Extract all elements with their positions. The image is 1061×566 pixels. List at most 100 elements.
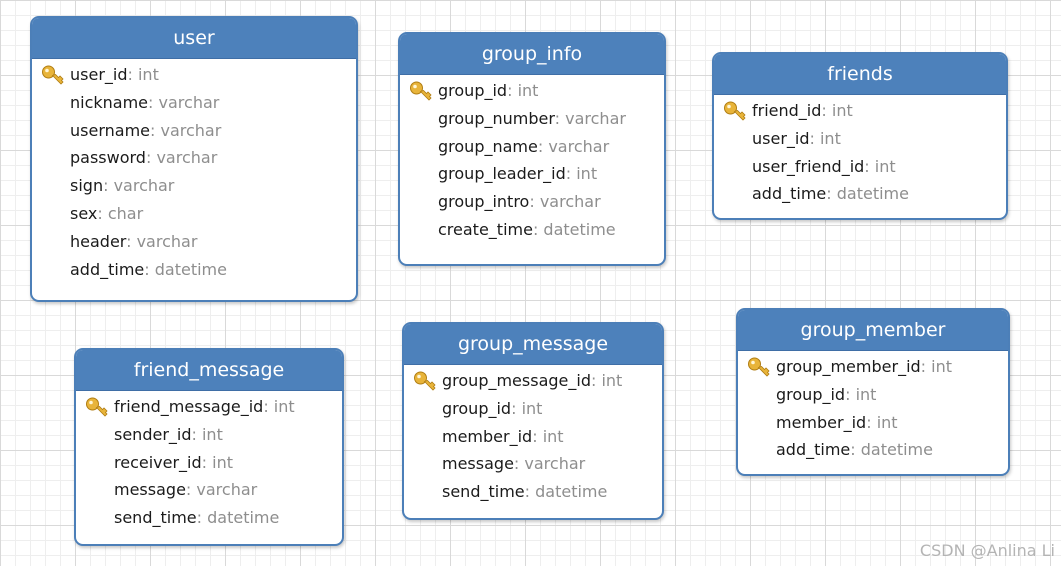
field-row[interactable]: sex: char <box>32 200 356 228</box>
field-row[interactable]: create_time: datetime <box>400 216 664 244</box>
field-name: user_id <box>70 65 128 84</box>
field-separator: : <box>148 92 159 112</box>
field-name: receiver_id <box>114 452 202 472</box>
field-name: group_intro <box>438 192 530 212</box>
field-type: datetime <box>543 219 616 239</box>
field-row[interactable]: group_message_id: int <box>404 367 662 395</box>
field-type: int <box>855 384 877 404</box>
field-row[interactable]: sign: varchar <box>32 172 356 200</box>
field-type: varchar <box>113 176 175 196</box>
field-name: group_id <box>442 398 512 418</box>
field-type: datetime <box>860 440 933 460</box>
table-title: group_member <box>738 310 1008 351</box>
field-separator: : <box>185 480 197 500</box>
field-row[interactable]: username: varchar <box>32 117 356 145</box>
field-separator: : <box>920 357 932 376</box>
field-name: add_time <box>776 440 851 460</box>
field-row[interactable]: header: varchar <box>32 228 356 256</box>
primary-key-icon <box>86 397 108 417</box>
field-row[interactable]: group_name: varchar <box>400 133 664 161</box>
field-separator: : <box>150 120 161 140</box>
table-title: friend_message <box>76 350 342 391</box>
field-separator: : <box>145 148 157 168</box>
field-row[interactable]: nickname: varchar <box>32 89 356 117</box>
field-type: int <box>876 412 898 432</box>
field-separator: : <box>201 452 213 472</box>
field-separator: : <box>524 482 536 502</box>
field-name: sender_id <box>114 424 192 444</box>
field-separator: : <box>97 203 108 223</box>
field-name: username <box>70 120 150 140</box>
field-row[interactable]: user_id: int <box>32 61 356 89</box>
primary-key-icon <box>42 65 64 85</box>
field-separator: : <box>565 164 577 184</box>
field-separator: : <box>507 81 518 100</box>
field-name: member_id <box>776 412 867 432</box>
field-name: add_time <box>752 184 827 204</box>
field-separator: : <box>850 440 861 460</box>
primary-key-icon <box>414 371 436 391</box>
field-row[interactable]: group_id: int <box>404 395 662 423</box>
field-type: int <box>576 164 598 184</box>
field-separator: : <box>529 192 540 212</box>
field-name: group_number <box>438 108 555 128</box>
field-type: int <box>542 426 564 446</box>
field-row[interactable]: send_time: datetime <box>76 504 342 532</box>
field-type: varchar <box>565 108 626 128</box>
field-row[interactable]: group_leader_id: int <box>400 160 664 188</box>
field-row[interactable]: message: varchar <box>404 450 662 478</box>
field-type: datetime <box>836 184 909 204</box>
field-row[interactable]: add_time: datetime <box>714 180 1006 208</box>
field-row[interactable]: group_member_id: int <box>738 353 1008 381</box>
field-row[interactable]: add_time: datetime <box>32 256 356 284</box>
table-title: group_info <box>400 34 664 75</box>
field-row[interactable]: member_id: int <box>738 409 1008 437</box>
field-row[interactable]: friend_id: int <box>714 97 1006 125</box>
field-row[interactable]: member_id: int <box>404 423 662 451</box>
field-type: datetime <box>154 259 227 279</box>
field-row[interactable]: user_id: int <box>714 125 1006 153</box>
field-type: varchar <box>136 231 198 251</box>
field-row[interactable]: friend_message_id: int <box>76 393 342 421</box>
field-row[interactable]: message: varchar <box>76 476 342 504</box>
field-type: varchar <box>196 480 258 500</box>
field-name: friend_id <box>752 101 822 120</box>
field-type: varchar <box>548 136 610 156</box>
field-row[interactable]: group_id: int <box>400 77 664 105</box>
field-separator: : <box>144 259 155 279</box>
field-name: password <box>70 148 146 168</box>
field-separator: : <box>532 426 543 446</box>
field-type: varchar <box>156 148 218 168</box>
field-name: sign <box>70 176 104 196</box>
field-type: varchar <box>158 92 220 112</box>
field-name: group_leader_id <box>438 164 566 184</box>
field-row[interactable]: receiver_id: int <box>76 449 342 477</box>
field-row[interactable]: password: varchar <box>32 144 356 172</box>
field-row[interactable]: group_number: varchar <box>400 105 664 133</box>
field-row[interactable]: group_id: int <box>738 381 1008 409</box>
field-row[interactable]: add_time: datetime <box>738 436 1008 464</box>
field-name: member_id <box>442 426 533 446</box>
field-separator: : <box>866 412 877 432</box>
field-name: group_member_id <box>776 357 921 376</box>
field-type: datetime <box>207 508 280 528</box>
field-type: varchar <box>539 192 601 212</box>
field-row[interactable]: user_friend_id: int <box>714 153 1006 181</box>
watermark: CSDN @Anlina Li <box>919 541 1055 560</box>
field-row[interactable]: group_intro: varchar <box>400 188 664 216</box>
field-type: int <box>601 371 623 390</box>
field-type: datetime <box>535 482 608 502</box>
field-type: int <box>931 357 953 376</box>
field-row[interactable]: sender_id: int <box>76 421 342 449</box>
field-row[interactable]: send_time: datetime <box>404 478 662 506</box>
